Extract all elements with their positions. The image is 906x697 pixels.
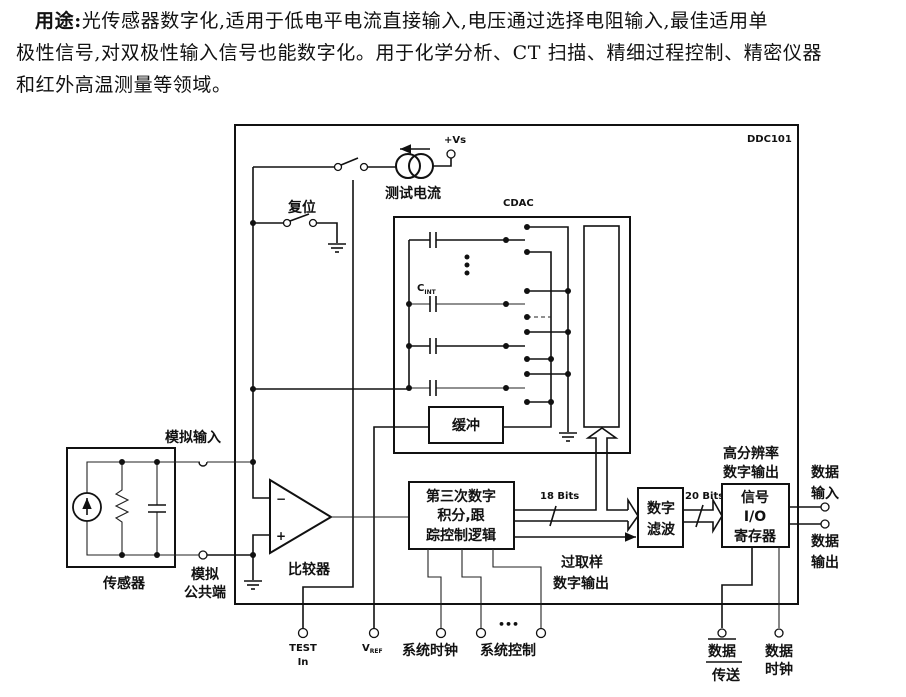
sys-clock-label: 系统时钟 bbox=[402, 642, 458, 659]
capacitor-row bbox=[409, 232, 525, 248]
bits18-label: 18 Bits bbox=[540, 491, 579, 502]
data-clock-label-1: 数据 bbox=[765, 643, 793, 660]
comparator-plus: + bbox=[276, 529, 286, 543]
current-source-icon bbox=[395, 144, 456, 179]
sensor-label: 传感器 bbox=[102, 575, 146, 592]
hires-label-2: 数字输出 bbox=[723, 464, 779, 481]
io-register-block bbox=[721, 483, 790, 548]
sys-clock-wire bbox=[427, 549, 442, 628]
cdac-label: CDAC bbox=[503, 198, 534, 209]
comparator-minus: − bbox=[276, 492, 286, 506]
ground-icon bbox=[559, 432, 577, 442]
vref-wire bbox=[373, 426, 429, 628]
vref-terminal bbox=[368, 627, 380, 639]
io-label-1: 信号 bbox=[741, 489, 769, 506]
oversample-label-1: 过取样 bbox=[561, 554, 603, 571]
ground-icon bbox=[244, 580, 262, 590]
resistor-icon bbox=[114, 462, 130, 555]
description-line-1: 用途:光传感器数字化,适用于低电平电流直接输入,电压通过选择电阻输入,最佳适用单 bbox=[35, 10, 769, 32]
filter-label-2: 滤波 bbox=[647, 521, 676, 538]
data-clock-terminal bbox=[774, 628, 784, 638]
oversample-label-2: 数字输出 bbox=[553, 575, 609, 592]
data-in-label-1: 数据 bbox=[811, 464, 839, 481]
sensor-circuit bbox=[72, 459, 200, 558]
analog-input-label: 模拟输入 bbox=[165, 429, 221, 446]
digital-filter-block bbox=[637, 487, 684, 548]
data-transfer-label-2: 传送 bbox=[711, 667, 741, 684]
feedback-bus-wire bbox=[252, 167, 270, 499]
filter-label-1: 数字 bbox=[647, 500, 675, 517]
capacitor-row bbox=[406, 380, 525, 396]
cdac-switches bbox=[503, 224, 571, 432]
analog-common-terminal bbox=[198, 550, 208, 560]
buffer-label: 缓冲 bbox=[452, 417, 480, 434]
io-label-3: 寄存器 bbox=[734, 528, 777, 545]
digital-integrator-block bbox=[408, 481, 515, 550]
description-label: 用途: bbox=[35, 10, 82, 32]
reset-switch bbox=[250, 213, 338, 243]
extra-control-terminal bbox=[535, 627, 547, 639]
description-line-2: 极性信号,对双极性输入信号也能数字化。用于化学分析、CT 扫描、精细过程控制、精… bbox=[16, 42, 823, 64]
hires-label-1: 高分辨率 bbox=[723, 445, 779, 462]
data-in-terminal bbox=[820, 502, 830, 512]
comparator-label: 比较器 bbox=[288, 561, 331, 578]
sys-clock-terminal bbox=[435, 627, 447, 639]
bus-18bit bbox=[514, 427, 639, 533]
sys-control-wire bbox=[461, 549, 482, 628]
data-transfer-wire bbox=[721, 547, 753, 628]
test-in-terminal bbox=[297, 627, 309, 639]
analog-input-terminal bbox=[198, 461, 208, 467]
cdac-register bbox=[583, 225, 620, 428]
bus-20bit bbox=[683, 496, 723, 534]
cint-label: CINT bbox=[417, 283, 437, 296]
test-current-switch bbox=[333, 157, 396, 172]
data-out-terminal bbox=[820, 519, 830, 529]
description-line-3: 和红外高温测量等领域。 bbox=[16, 74, 232, 96]
chip-name: DDC101 bbox=[747, 134, 792, 145]
test-in-label-2: In bbox=[298, 657, 309, 668]
data-transfer-label-1: 数据 bbox=[708, 643, 736, 660]
analog-common-label-2: 公共端 bbox=[184, 584, 226, 601]
data-in-label-2: 输入 bbox=[811, 485, 839, 502]
sys-control-label: 系统控制 bbox=[480, 642, 536, 659]
test-current-label: 测试电流 bbox=[385, 185, 441, 202]
analog-common-wire bbox=[207, 534, 270, 580]
sys-control-terminal bbox=[475, 627, 487, 639]
digital-block-label-1: 第三次数字 bbox=[426, 488, 496, 505]
digital-block-label-3: 踪控制逻辑 bbox=[426, 527, 496, 544]
buffer-block bbox=[428, 406, 504, 444]
ellipsis-dots bbox=[464, 254, 470, 276]
data-out-label-2: 输出 bbox=[811, 554, 839, 571]
more-pins-ellipsis: ••• bbox=[498, 618, 519, 631]
analog-common-label-1: 模拟 bbox=[191, 566, 219, 583]
bits20-label: 20 Bits bbox=[685, 491, 724, 502]
ground-icon bbox=[328, 243, 346, 253]
chip-outline bbox=[234, 124, 799, 605]
oversample-output-wire bbox=[492, 549, 542, 628]
supply-label: +Vs bbox=[444, 135, 466, 146]
cdac-block bbox=[393, 216, 631, 454]
vref-label: VREF bbox=[362, 643, 383, 655]
io-label-2: I/O bbox=[744, 509, 766, 525]
sensor-block bbox=[66, 447, 176, 568]
data-transfer-terminal bbox=[717, 628, 727, 638]
data-out-label-1: 数据 bbox=[811, 533, 839, 550]
test-in-wire bbox=[302, 180, 354, 628]
reset-label: 复位 bbox=[287, 199, 316, 216]
digital-block-label-2: 积分,跟 bbox=[437, 507, 485, 524]
test-in-label-1: TEST bbox=[289, 643, 317, 654]
capacitor-row bbox=[406, 296, 525, 312]
comparator-icon bbox=[269, 478, 333, 555]
capacitor-row bbox=[406, 338, 525, 354]
photodiode-current-source-icon bbox=[72, 492, 102, 522]
data-clock-label-2: 时钟 bbox=[765, 661, 793, 678]
